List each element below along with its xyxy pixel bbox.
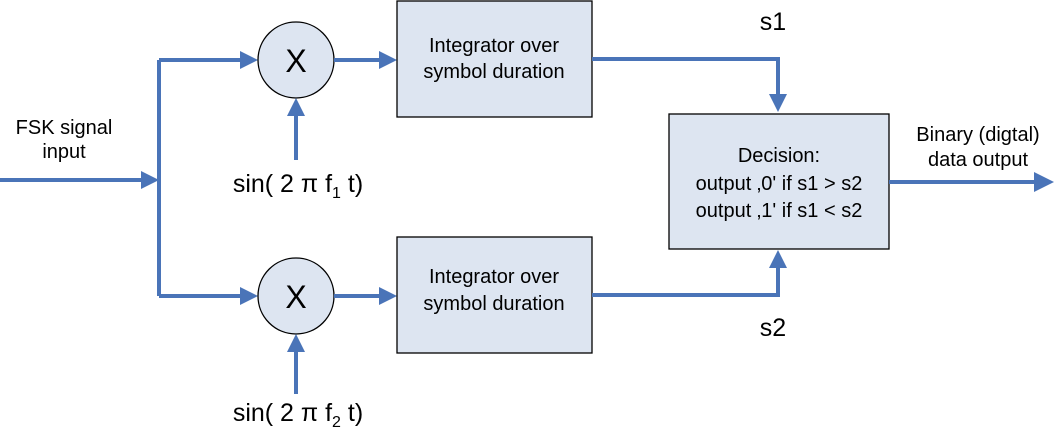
s2-label: s2 [760, 314, 786, 342]
output-arrowhead [1034, 172, 1054, 192]
decision-title: Decision: [738, 145, 820, 167]
lower-ref-label: sin( 2 π f2 t) [233, 399, 363, 431]
upper-mixer-symbol: X [285, 43, 306, 79]
upper-mixer-in-arrowhead [240, 51, 258, 69]
upper-integrator-line2: symbol duration [423, 61, 564, 83]
s1-arrowhead [769, 94, 787, 112]
s2-arrowhead [769, 250, 787, 268]
output-label-line2: data output [928, 149, 1029, 171]
input-arrowhead [141, 171, 159, 189]
decision-rule-1: output ‚1' if s1 < s2 [696, 200, 863, 222]
upper-integrator-in-arrowhead [379, 51, 397, 69]
lower-integrator-line2: symbol duration [423, 293, 564, 315]
upper-integrator-line1: Integrator over [429, 35, 559, 57]
output-label-line1: Binary (digtal) [916, 124, 1039, 146]
input-label-line1: FSK signal [16, 117, 113, 139]
lower-ref-arrowhead [287, 334, 305, 352]
lower-integrator-in-arrowhead [379, 287, 397, 305]
upper-ref-arrowhead [287, 98, 305, 116]
lower-mixer-in-arrowhead [240, 287, 258, 305]
input-label-line2: input [42, 141, 86, 163]
s1-label: s1 [760, 8, 786, 36]
lower-mixer-symbol: X [285, 279, 306, 315]
decision-rule-0: output ‚0' if s1 > s2 [696, 173, 863, 195]
lower-s2-wire [592, 268, 780, 297]
upper-integrator-block [396, 0, 593, 118]
lower-integrator-line1: Integrator over [429, 266, 559, 288]
upper-ref-label: sin( 2 π f1 t) [233, 170, 363, 202]
upper-s1-wire [592, 57, 780, 94]
